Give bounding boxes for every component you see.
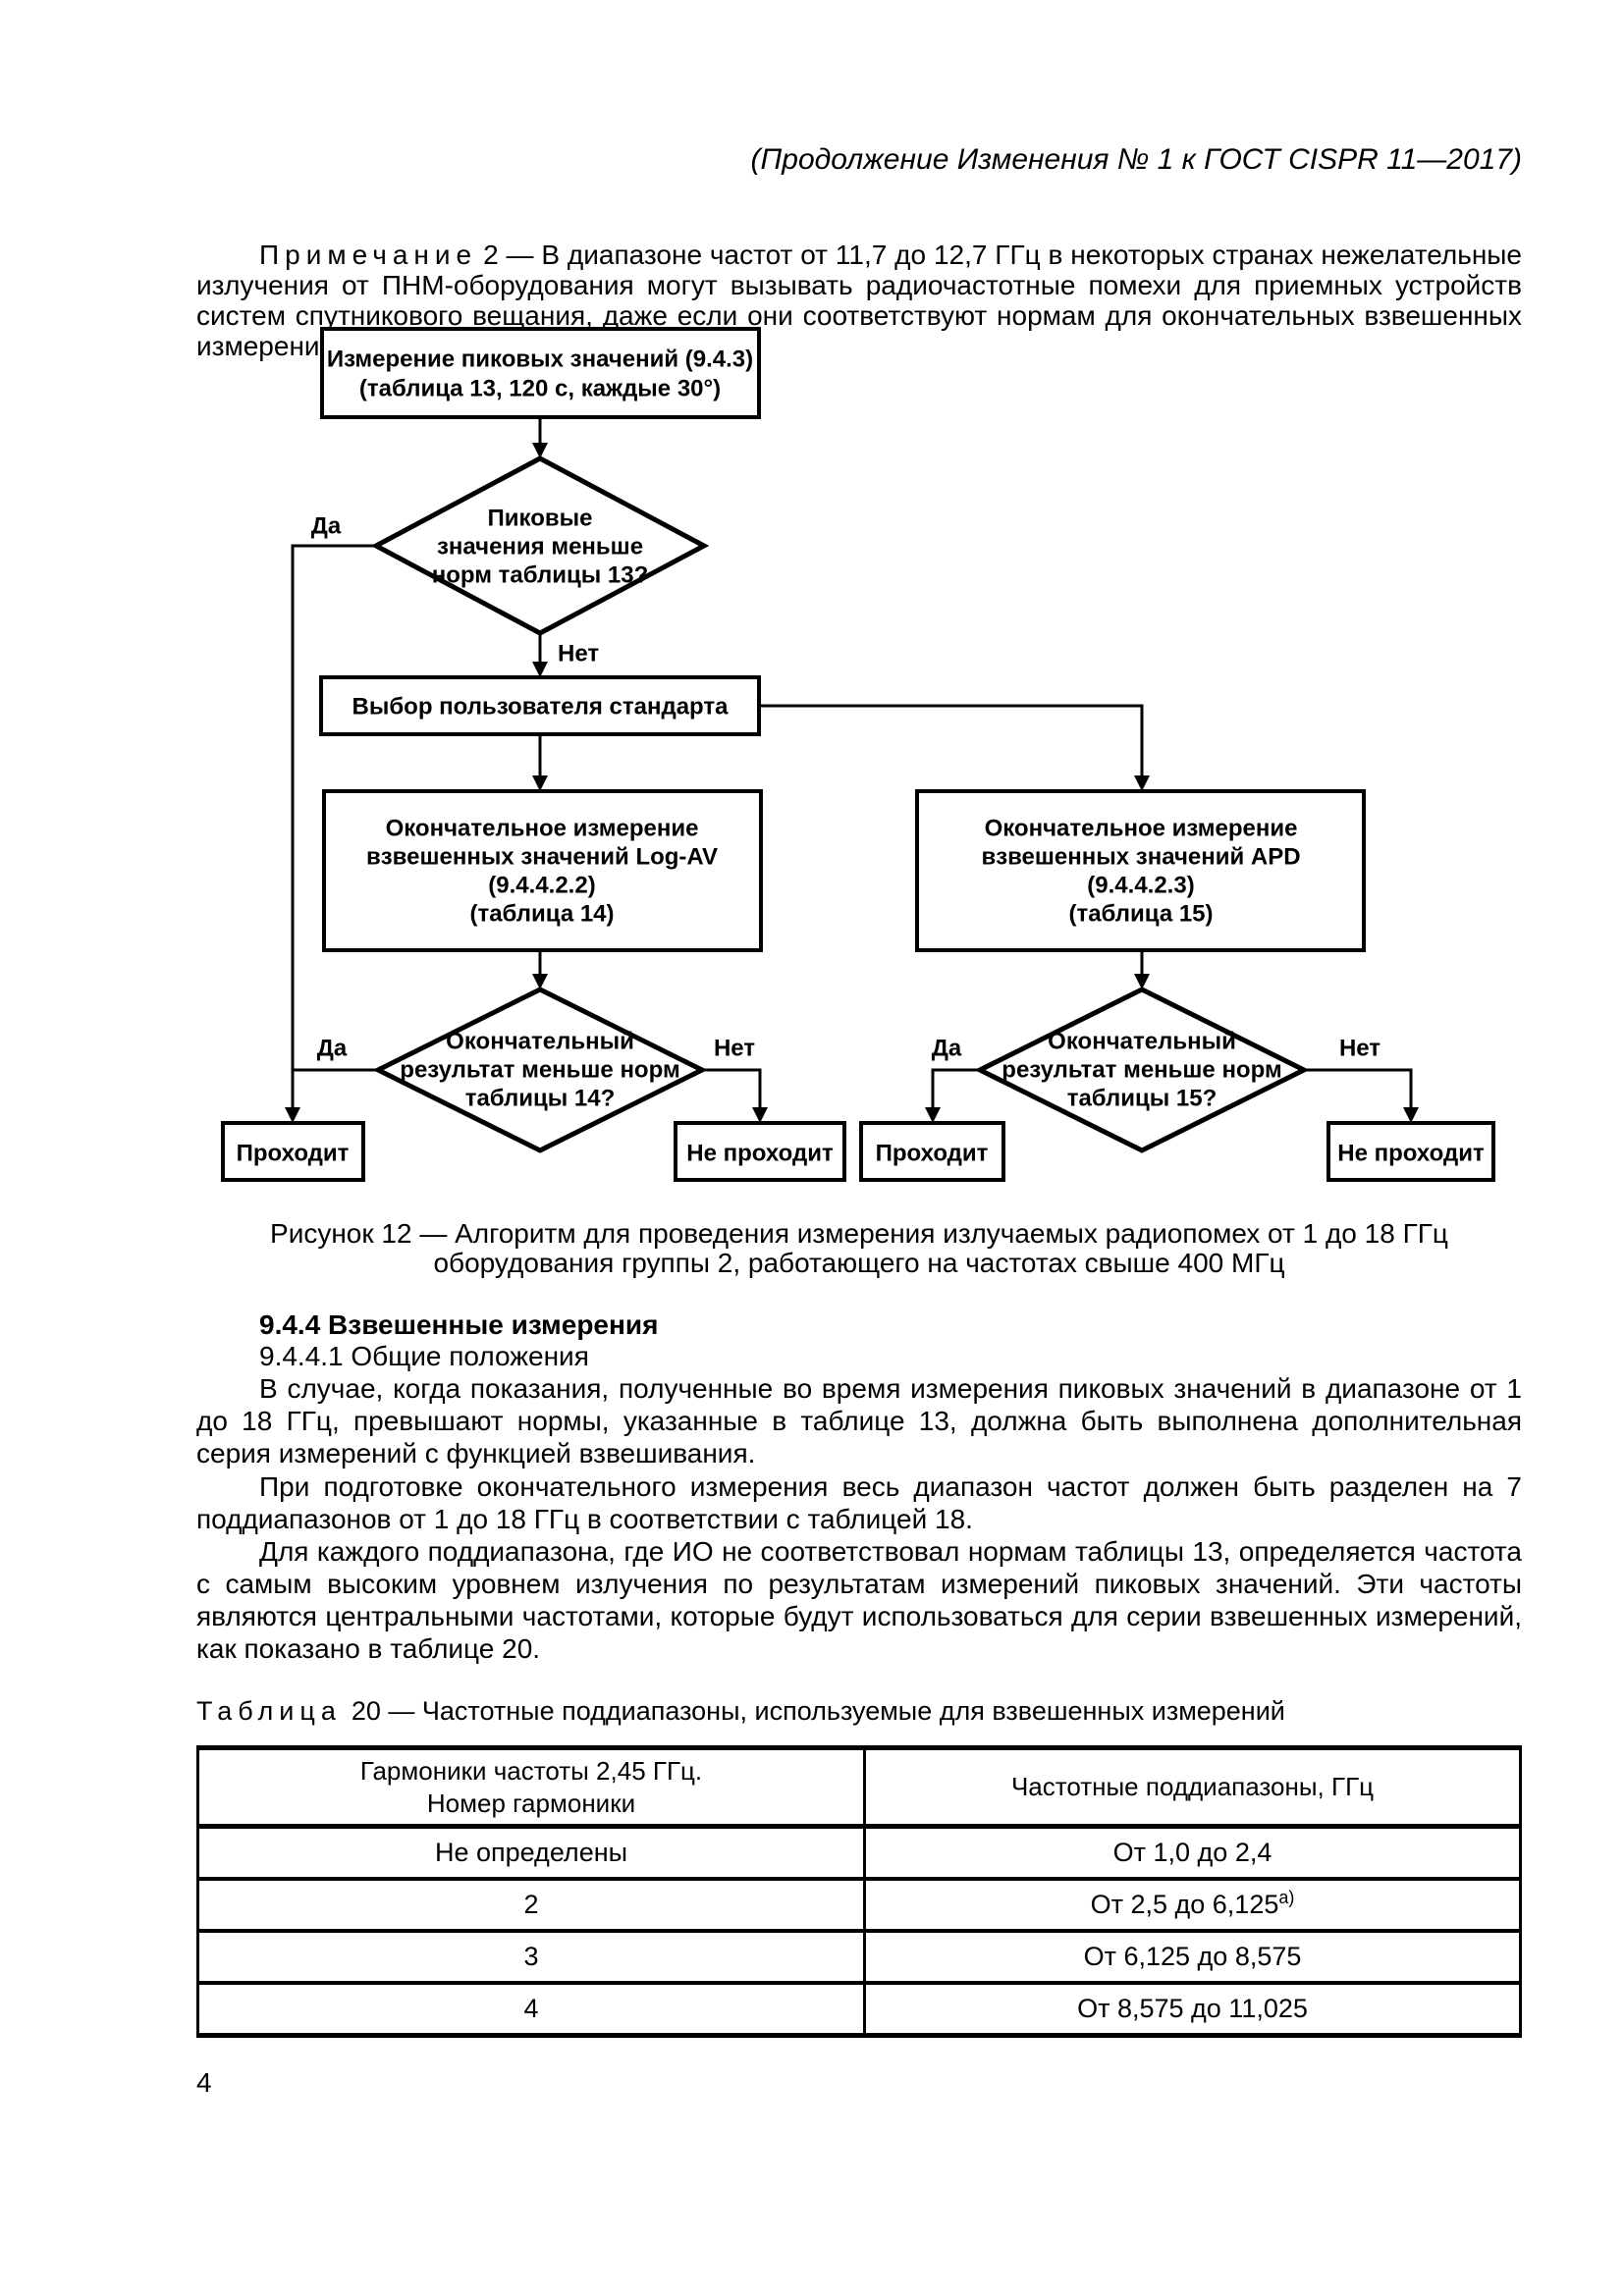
connector-yes-1 [291,544,376,1109]
cell-harmonic: Не определены [196,1824,866,1881]
note-text: 2 — В диапазоне частот от 11,7 до 12,7 Г… [196,240,1522,361]
table-header-harmonics-line1: Гармоники частоты 2,45 ГГц. [359,1755,703,1786]
decision1-line3: норм таблицы 13? [432,562,649,589]
logav-line3: (9.4.4.2.2) [488,873,595,899]
logav-line1: Окончательное измерение [386,816,699,842]
pass-label-2: Проходит [876,1141,989,1167]
range-value: От 8,575 до 11,025 [1077,1994,1308,2023]
arrowhead [285,1107,300,1123]
note-label: Примечание [259,240,478,270]
table-row: Не определены От 1,0 до 2,4 [196,1824,1522,1881]
arrowhead [532,974,548,989]
running-header: (Продолжение Изменения № 1 к ГОСТ CISPR … [750,143,1522,176]
label-yes-1: Да [311,513,342,540]
apd-line3: (9.4.4.2.3) [1087,873,1194,899]
arrowhead [532,662,548,677]
peak-measurement-box [320,327,761,419]
connector-yes-3 [931,1068,980,1109]
decision2-line2: результат меньше норм [400,1057,679,1084]
arrowhead [925,1107,941,1123]
figure-caption-line1: Рисунок 12 — Алгоритм для проведения изм… [270,1218,1448,1249]
table-20-caption: Таблица 20 — Частотные поддиапазоны, испо… [196,1696,1522,1727]
range-value: От 1,0 до 2,4 [1112,1838,1272,1867]
pass-label-1: Проходит [237,1141,350,1167]
fail-label-1: Не проходит [686,1141,834,1167]
table-caption-label: Таблица [196,1696,342,1726]
table-header-harmonics: Гармоники частоты 2,45 ГГц. Номер гармон… [196,1745,866,1829]
peak-box-line1: Измерение пиковых значений (9.4.3) [327,347,753,373]
table-row: 2 От 2,5 до 6,125а) [196,1877,1522,1933]
apd-line1: Окончательное измерение [985,816,1298,842]
decision2-line1: Окончательный [446,1029,634,1055]
heading-9-4-4-1: 9.4.4.1 Общие положения [259,1341,589,1371]
decision3-line2: результат меньше норм [1001,1057,1281,1084]
label-no-1: Нет [558,641,599,667]
label-yes-2: Да [317,1036,348,1062]
table-20: Гармоники частоты 2,45 ГГц. Номер гармон… [196,1745,1522,2038]
footnote-mark: а) [1278,1888,1295,1907]
table-header-row: Гармоники частоты 2,45 ГГц. Номер гармон… [196,1745,1522,1829]
arrowhead [1403,1107,1419,1123]
label-yes-3: Да [932,1036,962,1062]
logav-measurement-box [322,789,763,952]
table-caption-text: 20 — Частотные поддиапазоны, используемы… [351,1696,1285,1726]
apd-measurement-box [915,789,1366,952]
arrowhead [532,443,548,458]
table-row: 4 От 8,575 до 11,025 [196,1981,1522,2038]
decision3-line1: Окончательный [1048,1029,1236,1055]
cell-range: От 8,575 до 11,025 [863,1981,1522,2038]
decision2-line3: таблицы 14? [465,1086,616,1112]
arrowhead [1134,775,1150,791]
connector-no-2 [702,1068,762,1109]
logav-line2: взвешенных значений Log-AV [366,844,718,871]
decision-final-table15 [974,987,1310,1153]
paragraph-3: Для каждого поддиапазона, где ИО не соот… [196,1536,1522,1664]
paragraph-2: При подготовке окончательного измерения … [196,1471,1522,1534]
heading-9-4-4: 9.4.4 Взвешенные измерения [259,1309,659,1340]
decision-peak-below-limits [370,455,710,636]
paragraph-1: В случае, когда показания, полученные во… [196,1373,1522,1468]
cell-harmonic: 4 [196,1981,866,2038]
cell-range: От 1,0 до 2,4 [863,1824,1522,1881]
connector-choice-to-apd [759,704,1144,777]
fail-box-2 [1326,1121,1495,1182]
apd-line4: (таблица 15) [1068,901,1213,928]
apd-line2: взвешенных значений APD [981,844,1300,871]
cell-range: От 6,125 до 8,575 [863,1929,1522,1985]
decision1-line1: Пиковые [488,506,593,532]
user-choice-box [319,675,761,736]
peak-box-line2: (таблица 13, 120 с, каждые 30°) [359,376,721,402]
decision3-line3: таблицы 15? [1067,1086,1218,1112]
figure-12-flowchart: Измерение пиковых значений (9.4.3) (табл… [221,327,1495,1182]
table-row: 3 От 6,125 до 8,575 [196,1929,1522,1985]
arrowhead [532,775,548,791]
fail-box-1 [674,1121,846,1182]
range-value: От 6,125 до 8,575 [1083,1942,1302,1971]
pass-box-1 [221,1121,365,1182]
decision1-line2: значения меньше [437,534,643,561]
arrowhead [752,1107,768,1123]
fail-label-2: Не проходит [1337,1141,1485,1167]
range-value: От 2,5 до 6,125 [1090,1890,1279,1919]
arrowhead [1134,974,1150,989]
cell-range: От 2,5 до 6,125а) [863,1877,1522,1933]
page-number: 4 [196,2067,212,2098]
cell-harmonic: 2 [196,1877,866,1933]
choice-box-label: Выбор пользователя стандарта [352,694,730,721]
figure-caption: Рисунок 12 — Алгоритм для проведения изм… [196,1219,1522,1278]
pass-box-2 [859,1121,1005,1182]
connector-no-3 [1304,1068,1413,1109]
decision-final-table14 [372,987,708,1153]
cell-harmonic: 3 [196,1929,866,1985]
table-header-harmonics-line2: Номер гармоники [426,1788,636,1818]
table-header-subbands: Частотные поддиапазоны, ГГц [863,1745,1522,1829]
logav-line4: (таблица 14) [469,901,614,928]
label-no-3: Нет [1339,1036,1380,1062]
label-no-2: Нет [714,1036,755,1062]
figure-caption-line2: оборудования группы 2, работающего на ча… [433,1248,1285,1278]
